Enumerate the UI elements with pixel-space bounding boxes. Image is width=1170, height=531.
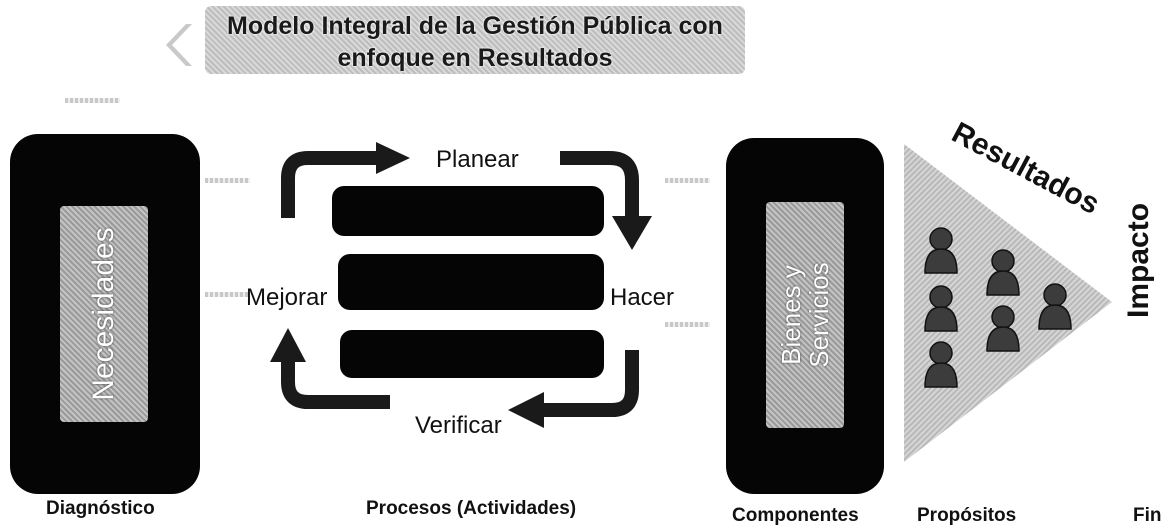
bienes-servicios-panel: Bienes y Servicios	[766, 202, 844, 428]
process-cycle-arrows	[270, 142, 652, 428]
bienes-servicios-label: Bienes y Servicios	[776, 262, 834, 368]
hacer-label: Hacer	[610, 284, 675, 311]
verificar-label: Verificar	[415, 412, 502, 439]
mejorar-label: Mejorar	[246, 284, 328, 311]
people-group-icon	[924, 227, 1072, 388]
procesos-label: Procesos (Actividades)	[366, 498, 577, 519]
texture-mark	[65, 98, 120, 103]
chevron-left-icon	[166, 24, 192, 66]
activity-bar-3	[340, 330, 604, 378]
activity-bar-2	[338, 254, 604, 310]
bienes-label: Bienes y	[776, 265, 806, 365]
impacto-label: Impacto	[1122, 202, 1155, 318]
connector-mark	[665, 322, 710, 327]
fin-label: Fin	[1133, 505, 1162, 526]
title-line-2: enfoque en Resultados	[337, 44, 613, 72]
title-line-1: Modelo Integral de la Gestión Pública co…	[227, 12, 723, 40]
connector-mark	[665, 178, 710, 183]
necesidades-panel: Necesidades	[60, 206, 148, 422]
activity-bar-1	[332, 186, 604, 236]
planear-label: Planear	[436, 146, 519, 173]
propositos-label: Propósitos	[917, 505, 1017, 526]
necesidades-label: Necesidades	[87, 227, 120, 401]
servicios-label: Servicios	[804, 262, 834, 368]
connector-mark	[205, 178, 250, 183]
connector-mark	[205, 292, 250, 297]
diagram-title: Modelo Integral de la Gestión Pública co…	[205, 6, 745, 74]
diagnostico-box: Necesidades	[10, 134, 200, 494]
componentes-box: Bienes y Servicios	[726, 138, 884, 494]
diagnostico-label: Diagnóstico	[46, 498, 155, 519]
componentes-label: Componentes	[732, 505, 859, 526]
